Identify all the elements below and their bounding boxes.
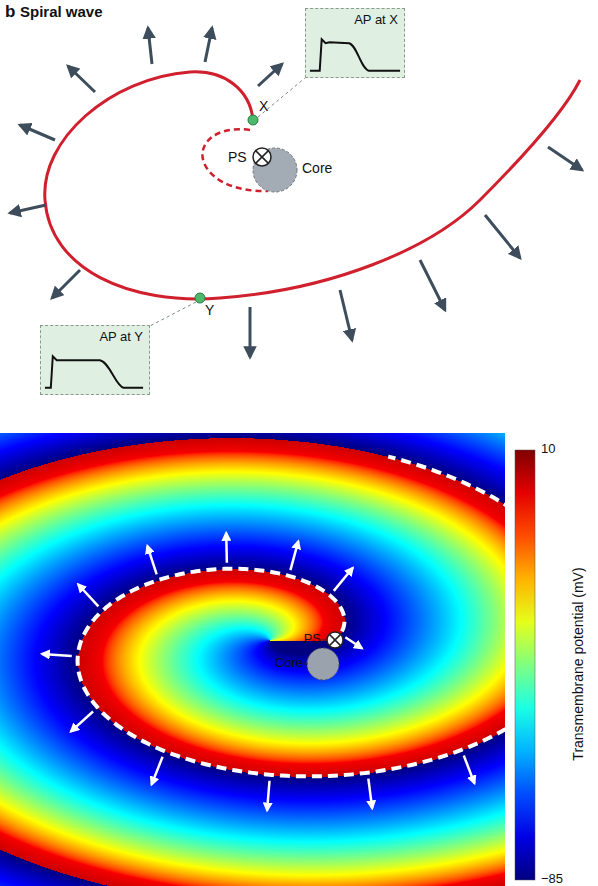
propagation-arrow: [225, 533, 228, 563]
leader-line: [304, 664, 308, 665]
propagation-arrow: [42, 654, 72, 656]
action-potential-trace: [306, 33, 404, 77]
propagation-arrows: [10, 28, 582, 357]
point-marker: [248, 115, 258, 125]
spiral-wavefront: [45, 72, 580, 299]
propagation-arrow: [68, 66, 95, 92]
ap-curve: [310, 39, 400, 70]
propagation-arrow: [548, 147, 582, 170]
propagation-arrow: [464, 755, 475, 783]
core-region: [253, 148, 297, 192]
propagation-arrow: [20, 125, 55, 140]
tick-label: 10: [541, 442, 555, 457]
propagation-arrows: [42, 533, 475, 811]
propagation-arrow: [10, 205, 46, 213]
ps-cross: [329, 634, 340, 645]
ap-curve: [45, 356, 143, 387]
propagation-arrow: [78, 584, 98, 606]
propagation-arrow: [420, 260, 445, 310]
point-marker: [195, 293, 205, 303]
tick-label: −85: [541, 872, 563, 886]
box-heading: AP at X: [306, 9, 404, 27]
wavefront-dashed: [78, 457, 505, 777]
propagation-arrow: [368, 779, 372, 809]
ps-circle: [327, 632, 343, 648]
leader-line: [258, 78, 305, 117]
figure-title: Spiral wave: [20, 3, 103, 20]
ps-label: PS: [304, 632, 321, 647]
propagation-arrow: [52, 270, 80, 298]
point-label: Y: [205, 302, 214, 318]
propagation-arrow: [147, 546, 156, 575]
point-label: X: [259, 98, 268, 114]
ps-cross: [329, 634, 340, 645]
propagation-arrow: [485, 215, 520, 258]
action-potential-box: AP at Y: [40, 325, 150, 395]
panel-letter: b: [5, 2, 15, 22]
propagation-arrow: [267, 781, 269, 811]
propagation-arrow: [340, 290, 352, 340]
propagation-arrow: [334, 568, 353, 591]
phase-singularity-symbol: [253, 148, 271, 166]
propagation-arrow: [148, 28, 152, 64]
ps-label: PS: [228, 149, 247, 165]
action-potential-trace: [41, 350, 149, 394]
propagation-arrow: [290, 541, 298, 570]
leader-line: [150, 302, 196, 326]
propagation-arrow: [71, 711, 93, 731]
colorbar: [515, 450, 535, 880]
propagation-arrow: [205, 28, 212, 62]
core-label: Core: [302, 160, 332, 176]
propagation-arrow: [249, 307, 252, 357]
axis-title: Transmembrane potential (mV): [570, 544, 586, 784]
core-label: Core: [275, 656, 303, 671]
phase-singularity-symbol: [327, 632, 343, 648]
action-potential-box: AP at X: [305, 8, 405, 78]
propagation-arrow: [152, 757, 163, 785]
leader-line: [322, 640, 326, 641]
box-heading: AP at Y: [41, 326, 149, 344]
propagation-arrow: [258, 64, 282, 86]
core-region: [307, 648, 339, 680]
propagation-arrow: [345, 637, 362, 648]
